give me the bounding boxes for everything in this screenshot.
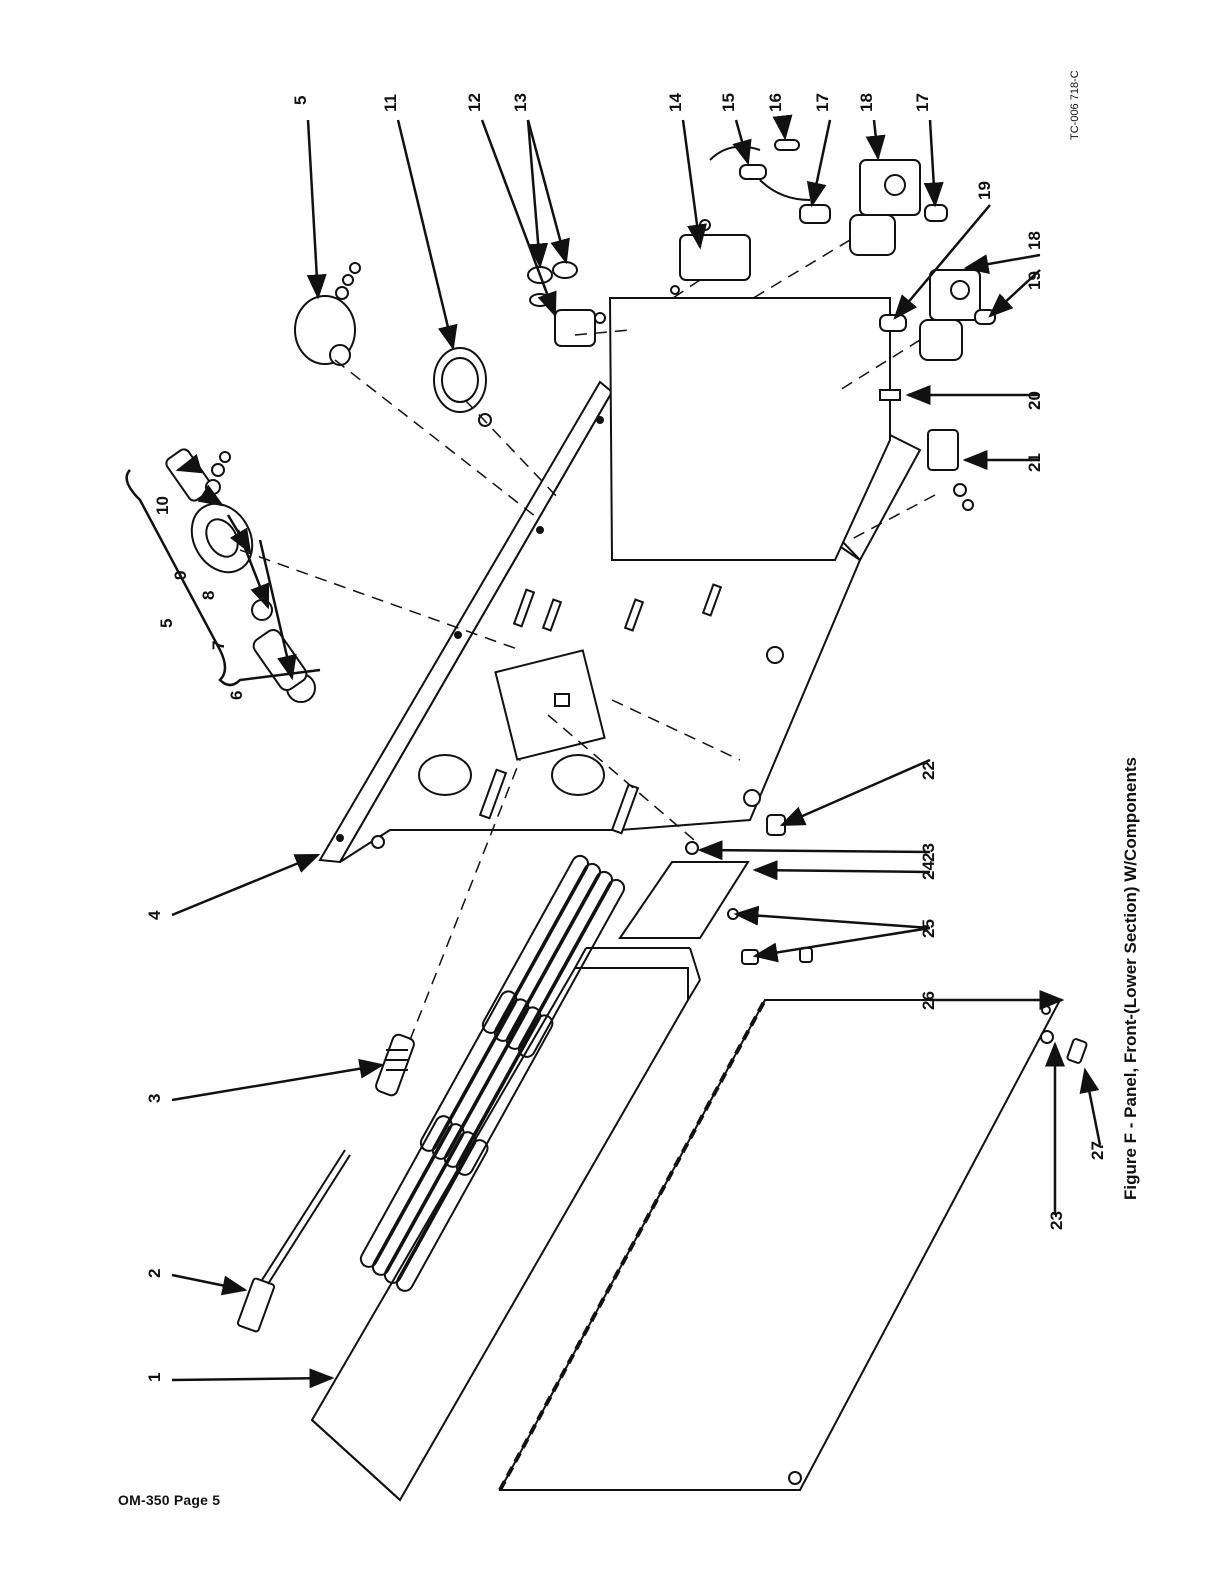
callout-3: 3 <box>145 1094 164 1103</box>
callout-19a: 19 <box>975 181 994 200</box>
callout-labels: 1 2 3 4 5 5 6 7 8 9 10 11 12 13 14 15 16… <box>145 93 1107 1382</box>
callout-16: 16 <box>766 93 785 112</box>
callout-18b: 18 <box>1025 231 1044 250</box>
connector-part <box>375 1033 415 1097</box>
knob-part <box>433 347 492 427</box>
relay-part <box>670 219 751 295</box>
callout-22: 22 <box>919 761 938 780</box>
solenoid-valve-upper <box>799 159 948 256</box>
assembly-guide-lines <box>239 239 936 1041</box>
callout-13: 13 <box>511 93 530 112</box>
callout-17a: 17 <box>813 93 832 112</box>
callout-24: 24 <box>919 861 938 880</box>
callout-17b: 17 <box>913 93 932 112</box>
fuse-part <box>709 139 811 201</box>
callout-15: 15 <box>719 93 738 112</box>
callout-1: 1 <box>145 1373 164 1382</box>
small-parts <box>618 389 1088 1064</box>
cord-part <box>236 1149 351 1333</box>
callout-19b: 19 <box>1025 271 1044 290</box>
callout-5b: 5 <box>157 619 176 628</box>
callout-27: 27 <box>1088 1141 1107 1160</box>
callout-20: 20 <box>1025 391 1044 410</box>
callout-leaders <box>171 114 1102 1389</box>
page-reference: OM-350 Page 5 <box>118 1492 221 1508</box>
callout-14: 14 <box>666 93 685 112</box>
callout-4: 4 <box>145 910 164 920</box>
front-panel-part <box>318 297 922 864</box>
callout-9: 9 <box>171 571 190 580</box>
callout-21: 21 <box>1025 453 1044 472</box>
louvered-cover-part <box>310 854 701 1502</box>
callout-11: 11 <box>381 94 400 112</box>
callout-23a: 23 <box>919 843 938 862</box>
callout-7: 7 <box>209 641 228 650</box>
callout-12: 12 <box>465 93 484 112</box>
drawing-code: TC-006 718-C <box>1069 70 1081 140</box>
figure-caption: Figure F - Panel, Front-(Lower Section) … <box>1121 757 1140 1200</box>
receptacle-part-upper <box>294 262 361 366</box>
panel-screws <box>371 583 723 849</box>
callout-10: 10 <box>153 496 172 515</box>
assembly-brace <box>125 469 321 687</box>
callout-8: 8 <box>199 591 218 600</box>
callout-18a: 18 <box>857 93 876 112</box>
callout-6: 6 <box>227 691 246 700</box>
solenoid-valve-lower <box>879 269 996 361</box>
callout-23b: 23 <box>1047 1211 1066 1230</box>
callout-26: 26 <box>919 991 938 1010</box>
callout-5a: 5 <box>291 96 310 105</box>
callout-2: 2 <box>145 1269 164 1278</box>
callout-25: 25 <box>919 919 938 938</box>
